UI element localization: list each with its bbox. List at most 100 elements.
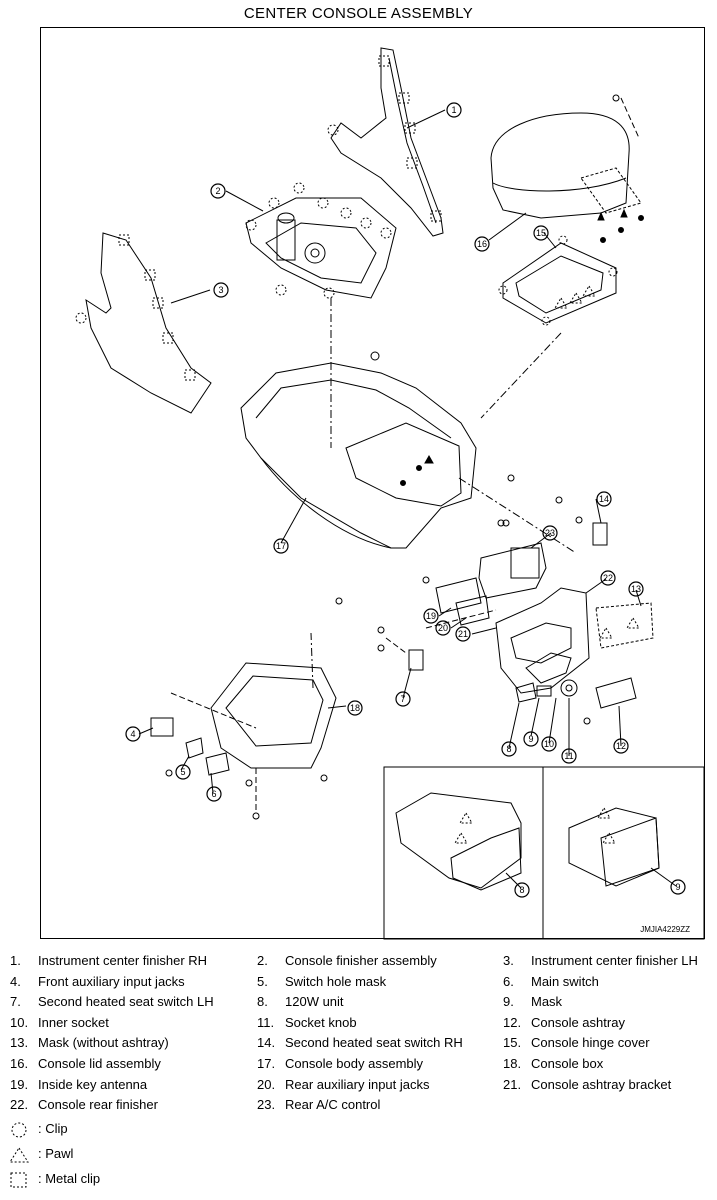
legend-item: 7.Second heated seat switch LH — [10, 994, 220, 1014]
legend-item: 19. Inside key antenna — [10, 1077, 220, 1097]
callout-6: 6 — [211, 789, 216, 799]
legend-item-number: 7. — [10, 994, 21, 1010]
callout-10: 10 — [544, 739, 554, 749]
legend-item-name: Rear auxiliary input jacks — [285, 1076, 430, 1092]
legend-item-number: 12. — [503, 1014, 522, 1030]
symbol-metal-clip-label: : Metal clip — [38, 1171, 101, 1186]
callout-1: 1 — [451, 105, 456, 115]
callout-18: 18 — [350, 703, 360, 713]
legend-item: 20. Rear auxiliary input jacks — [257, 1077, 467, 1097]
legend-item-number: 9. — [503, 994, 514, 1010]
callout-labels: 1 2 3 4 5 6 7 8 9 10 11 12 13 14 15 16 1… — [130, 105, 680, 895]
callout-22: 22 — [603, 573, 613, 583]
legend-item-name: Console ashtray — [531, 1014, 625, 1030]
callout-7: 7 — [400, 694, 405, 704]
legend-item-number: 13. — [10, 1035, 29, 1051]
callout-17: 17 — [276, 541, 286, 551]
symbol-metal-clip: : Metal clip — [0, 1171, 200, 1191]
legend-item: 13. Mask (without ashtray) — [10, 1035, 220, 1055]
legend-item-name: Second heated seat switch RH — [285, 1035, 463, 1051]
diagram-title: CENTER CONSOLE ASSEMBLY — [243, 5, 474, 22]
callout-11: 11 — [564, 751, 573, 761]
legend-item-name: Console hinge cover — [531, 1035, 650, 1051]
legend-item-number: 11. — [257, 1014, 275, 1030]
legend-item-name: Switch hole mask — [285, 973, 387, 989]
callout-8-inset: 8 — [519, 885, 524, 895]
rear-parts-shapes — [377, 496, 654, 725]
legend-item-name: 120W unit — [285, 994, 344, 1010]
diagram-drawing: 1 2 3 4 5 6 7 8 9 10 11 12 13 14 15 16 1… — [75, 47, 705, 940]
legend-item-number: 6. — [503, 973, 514, 989]
exploded-diagram: 1 2 3 4 5 6 7 8 9 10 11 12 13 14 15 16 1… — [40, 27, 705, 940]
pawl-symbol-icon — [9, 1147, 29, 1163]
part-15-shape — [480, 235, 618, 419]
legend-item-number: 18. — [503, 1056, 522, 1071]
legend-item-name: Inside key antenna — [38, 1076, 148, 1092]
callout-5: 5 — [180, 767, 185, 777]
legend-item: 1. Instrument center finisher RH — [10, 953, 220, 973]
symbol-pawl-label: : Pawl — [38, 1146, 74, 1161]
legend-item: 16. Console lid assembly — [10, 1056, 220, 1076]
legend-item-number: 14. — [257, 1035, 276, 1051]
legend-item: 15. Console hinge cover — [503, 1035, 713, 1055]
legend-item: 9. Mask — [503, 994, 713, 1014]
legend-item-number: 1. — [10, 953, 21, 968]
legend-item-name: Instrument center finisher LH — [531, 953, 698, 968]
part-17-shape — [240, 351, 577, 605]
legend-item: 3. Instrument center finisher LH — [503, 953, 713, 973]
diagram-code: JMJIA4229ZZ — [640, 925, 690, 934]
callout-leaders — [138, 109, 677, 889]
legend-item: 6. Main switch — [503, 974, 713, 994]
legend-item-number: 21. — [503, 1076, 522, 1092]
clip-symbol-icon — [11, 1122, 27, 1138]
legend-item-number: 3. — [503, 953, 514, 968]
legend-item: 12. Console ashtray — [503, 1015, 713, 1035]
legend-item-number: 2. — [257, 953, 268, 968]
legend-item: 23. Rear A/C control — [257, 1097, 467, 1117]
legend-item-name: Inner socket — [38, 1014, 109, 1030]
legend-item-number: 23. — [257, 1097, 276, 1113]
legend-item-name: Console body assembly — [285, 1056, 424, 1071]
callout-9: 9 — [528, 734, 533, 744]
callout-19: 19 — [426, 611, 436, 621]
legend-item: 8.120W unit — [257, 994, 467, 1014]
callout-8: 8 — [506, 744, 511, 754]
legend-item-name: Rear A/C control — [285, 1097, 381, 1113]
legend-item-number: 5. — [257, 973, 268, 989]
callout-16: 16 — [477, 239, 487, 249]
callout-13: 13 — [631, 584, 641, 594]
legend-item-name: Socket knob — [285, 1014, 357, 1030]
callout-14: 14 — [599, 494, 609, 504]
legend-item-name: Front auxiliary input jacks — [38, 973, 185, 989]
part-3-shape — [75, 232, 212, 414]
part-1-shape — [327, 47, 444, 237]
callout-circles — [125, 102, 686, 898]
legend-item-number: 10. — [10, 1014, 29, 1030]
legend-item-name: Instrument center finisher RH — [38, 953, 208, 968]
parts-4-5-6-shapes — [150, 692, 257, 776]
symbol-clip-label: : Clip — [38, 1121, 68, 1136]
legend-item: 5. Switch hole mask — [257, 974, 467, 994]
callout-2: 2 — [215, 186, 220, 196]
legend-item-name: Mask — [531, 994, 563, 1010]
callout-12: 12 — [616, 741, 626, 751]
legend-item-number: 17. — [257, 1056, 276, 1071]
callout-15: 15 — [536, 228, 546, 238]
legend-item-number: 4. — [10, 973, 21, 989]
legend-item: 17. Console body assembly — [257, 1056, 467, 1076]
legend-item-number: 20. — [257, 1076, 276, 1092]
callout-4: 4 — [130, 729, 135, 739]
legend-item-number: 19. — [10, 1076, 29, 1092]
legend-item-number: 15. — [503, 1035, 522, 1051]
legend-item-name: Main switch — [531, 973, 599, 989]
legend-item-name: Console lid assembly — [38, 1056, 161, 1071]
callout-23: 23 — [545, 528, 555, 538]
legend-item-number: 16. — [10, 1056, 29, 1071]
legend-item: 11. Socket knob — [257, 1015, 467, 1035]
inset-panels — [383, 766, 705, 940]
part-18-shape — [165, 632, 337, 820]
legend-item-number: 22. — [10, 1097, 29, 1113]
legend-item-name: Mask (without ashtray) — [38, 1035, 169, 1051]
symbol-clip: : Clip — [0, 1121, 200, 1141]
symbol-pawl: : Pawl — [0, 1146, 200, 1166]
